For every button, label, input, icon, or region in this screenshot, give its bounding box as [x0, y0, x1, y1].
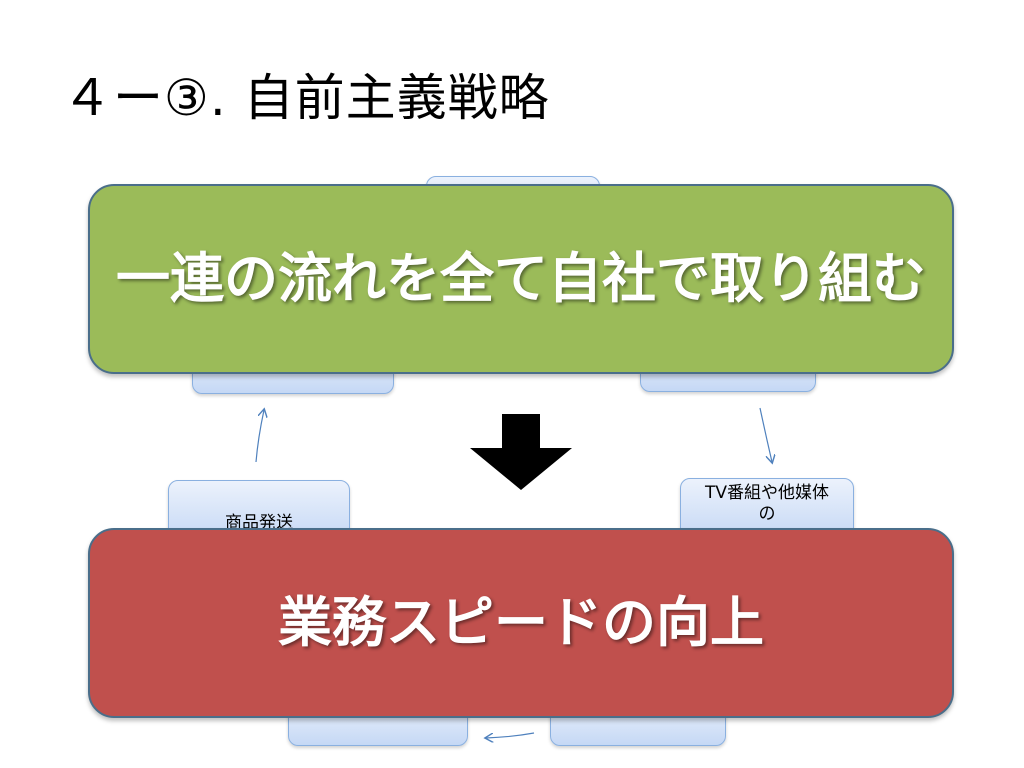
banner-top-text: 一連の流れを全て自社で取り組む: [116, 247, 926, 310]
cycle-box-right-label: TV番組や他媒体の: [704, 483, 829, 524]
banner-bottom: 業務スピードの向上: [88, 528, 954, 718]
connector-right-down: [759, 407, 772, 462]
banner-bottom-text: 業務スピードの向上: [278, 591, 764, 654]
slide-title: ４ー③. 自前主義戦略: [62, 69, 550, 127]
connector-bottom-left: [486, 732, 535, 738]
banner-top: 一連の流れを全て自社で取り組む: [88, 184, 954, 374]
connector-left-up: [255, 410, 264, 463]
